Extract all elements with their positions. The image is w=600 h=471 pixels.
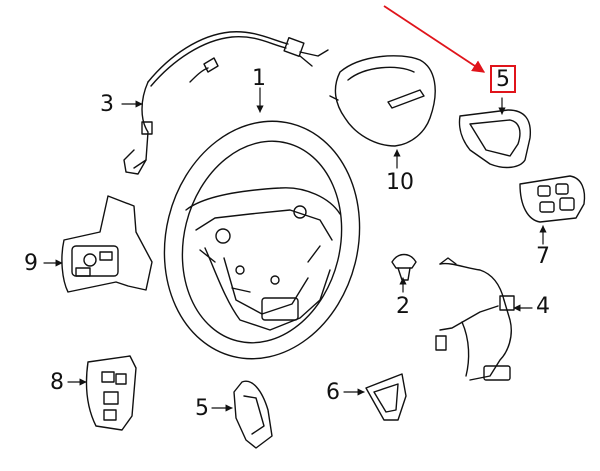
callout-5-lower: 5 (195, 396, 209, 421)
callout-8: 8 (50, 370, 64, 395)
leader-lines (43, 87, 547, 412)
callout-4: 4 (536, 294, 550, 319)
callout-1: 1 (252, 66, 266, 91)
callout-3: 3 (100, 92, 114, 117)
switch-lower-left (85, 355, 137, 431)
switch-right (519, 175, 586, 223)
callout-7: 7 (536, 244, 550, 269)
switch-left (61, 195, 153, 293)
callout-2: 2 (396, 294, 410, 319)
bezel-lower (233, 380, 273, 449)
callout-5-highlighted: 5 (490, 65, 516, 93)
wire-harness-upper (123, 31, 329, 175)
highlight-arrow (383, 5, 486, 73)
steering-wheel (163, 120, 361, 360)
bezel-right (458, 109, 532, 169)
callout-9: 9 (24, 251, 38, 276)
cover-lower (365, 373, 407, 421)
callout-10: 10 (386, 170, 414, 195)
airbag-module (329, 55, 436, 147)
wire-harness-lower (435, 257, 515, 381)
bolt (391, 253, 417, 281)
callout-6: 6 (326, 380, 340, 405)
